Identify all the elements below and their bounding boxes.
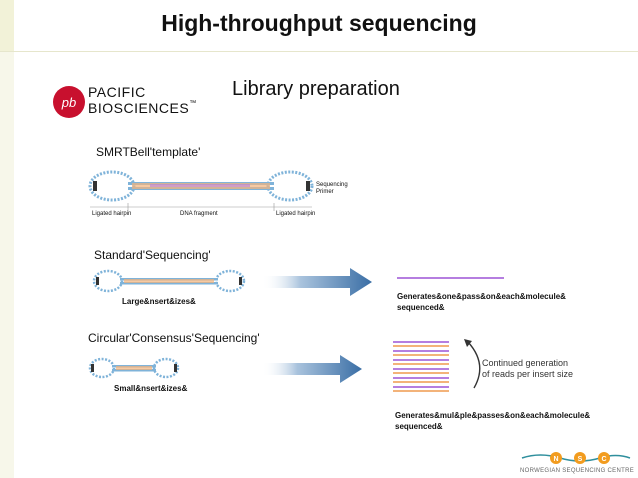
ligated-hairpin-right-tag: Ligated hairpin xyxy=(276,211,316,217)
curved-arrow-icon xyxy=(467,341,481,389)
circular-arrow xyxy=(262,355,362,383)
continued-generation-line1: Continued generation xyxy=(482,358,569,368)
nsc-letter-c: C xyxy=(601,456,606,463)
ligated-hairpin-left-tag: Ligated hairpin xyxy=(92,211,132,217)
continued-generation-line2: of reads per insert size xyxy=(482,369,574,379)
nsc-logo: N S C xyxy=(520,449,634,467)
circular-result-line1: Generates&mul&ple&passes&on&each&molecul… xyxy=(395,411,591,420)
svg-text:pb: pb xyxy=(61,95,76,110)
circular-molecule-icon xyxy=(88,357,180,379)
pacbio-logo: pb PACIFIC BIOSCIENCES™ xyxy=(52,84,202,120)
nsc-letter-n: N xyxy=(553,456,558,463)
slide-title: High-throughput sequencing xyxy=(161,10,477,36)
logo-word-biosciences: BIOSCIENCES™ xyxy=(88,100,197,116)
large-insert-note: Large&nsert&izes& xyxy=(122,297,196,306)
nsc-letter-s: S xyxy=(578,456,583,463)
standard-molecule-icon xyxy=(92,269,246,293)
circular-result-line2: sequenced& xyxy=(395,422,443,431)
standard-arrow xyxy=(262,268,372,296)
title-bar xyxy=(0,0,638,52)
single-read xyxy=(397,277,504,279)
standard-result-line2: sequenced& xyxy=(397,303,445,312)
template-label: SMRTBell'template' xyxy=(96,145,201,159)
stacked-reads xyxy=(393,341,449,392)
slide-subtitle: Library preparation xyxy=(232,78,400,100)
standard-result-line1: Generates&one&pass&on&each&molecule& xyxy=(397,292,566,301)
left-decor-strip xyxy=(0,0,14,478)
logo-word-pacific: PACIFIC xyxy=(88,84,146,100)
dna-fragment-tag: DNA fragment xyxy=(180,211,218,217)
smrtbell-template-icon xyxy=(88,170,314,211)
standard-sequencing-label: Standard'Sequencing' xyxy=(94,248,211,262)
nsc-org-name: NORWEGIAN SEQUENCING CENTRE xyxy=(520,468,634,474)
circular-consensus-label: Circular'Consensus'Sequencing' xyxy=(88,331,260,345)
small-insert-note: Small&nsert&izes& xyxy=(114,384,188,393)
pacbio-logo-icon: pb xyxy=(53,86,85,118)
